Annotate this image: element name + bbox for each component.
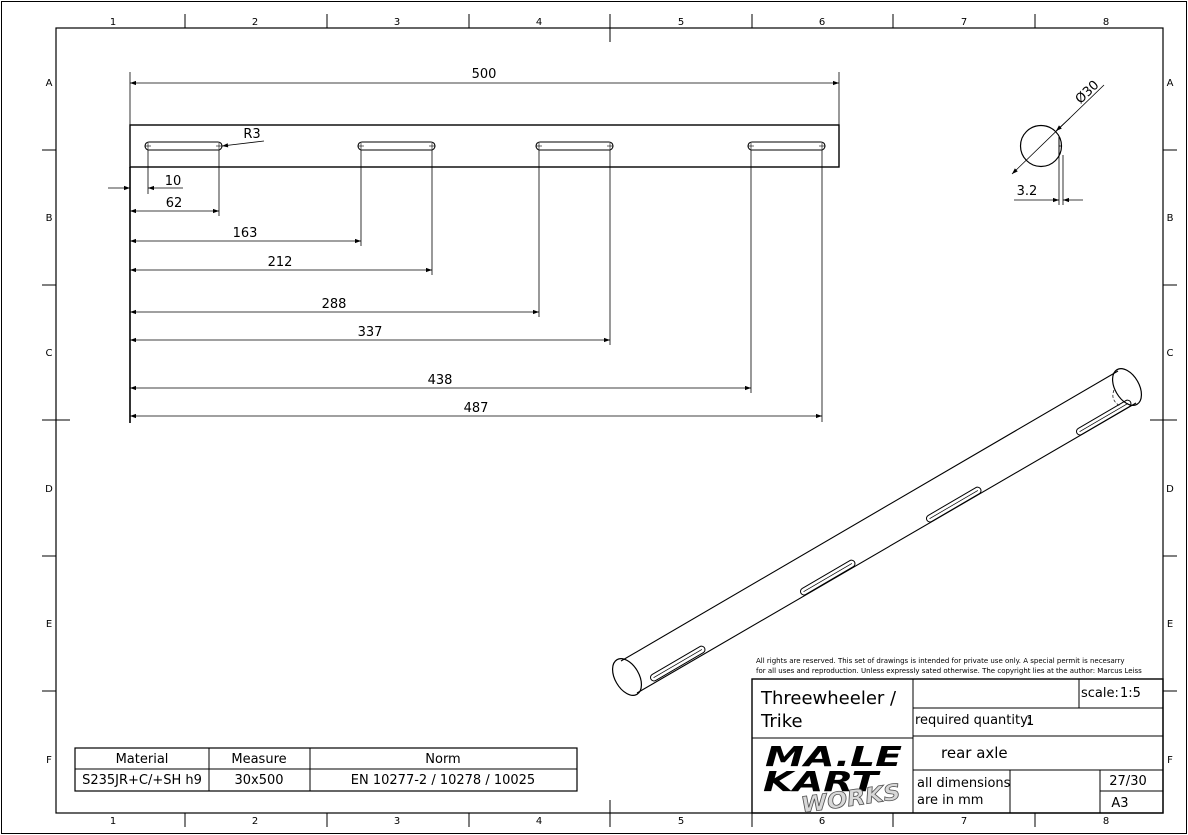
- zone-col-2-bottom: 2: [252, 816, 258, 827]
- iso-axle-top-edge: [620, 370, 1119, 662]
- zone-col-7-top: 7: [961, 17, 967, 28]
- copyright-line-1: All rights are reserved. This set of dra…: [756, 657, 1125, 665]
- material-table: Material Measure Norm S235JR+C/+SH h9 30…: [74, 747, 578, 792]
- iso-slot-3: [926, 486, 982, 523]
- scale-label: scale:: [1081, 686, 1119, 701]
- zone-col-5-top: 5: [678, 17, 684, 28]
- iso-slot-1: [650, 645, 706, 682]
- sheet-number: 27/30: [1109, 774, 1146, 789]
- zone-row-e-left: E: [46, 619, 52, 630]
- dimensions-note-line-2: are in mm: [917, 793, 983, 808]
- slot-2: [357, 141, 436, 151]
- dim-62-label: 62: [166, 196, 183, 211]
- zone-col-8-bottom: 8: [1103, 816, 1109, 827]
- zone-row-c-left: C: [46, 348, 53, 359]
- zone-col-6-top: 6: [819, 17, 825, 28]
- zone-col-1-bottom: 1: [110, 816, 116, 827]
- zone-col-4-bottom: 4: [536, 816, 542, 827]
- isometric-view: [611, 368, 1143, 696]
- project-title-line-2: Trike: [760, 711, 803, 732]
- zone-col-3-bottom: 3: [394, 816, 400, 827]
- diameter-label: Ø30: [1073, 78, 1103, 107]
- zone-row-d-left: D: [45, 484, 53, 495]
- slot-1: [144, 141, 223, 151]
- company-logo: MA.LE KART WORKS: [763, 740, 903, 819]
- quantity-value: 1: [1026, 714, 1034, 729]
- iso-axle-far-end: [1111, 368, 1143, 406]
- dim-337-label: 337: [358, 325, 383, 340]
- top-view: 500 R3 10 62: [108, 67, 840, 423]
- measure-header: Measure: [231, 752, 286, 767]
- zone-col-4-top: 4: [536, 17, 542, 28]
- zone-row-b-right: B: [1167, 213, 1174, 224]
- zone-col-6-bottom: 6: [819, 816, 825, 827]
- iso-slot-2: [800, 559, 856, 596]
- svg-text:MA.LE: MA.LE: [765, 740, 902, 773]
- slot-4: [747, 141, 826, 151]
- scale-value: 1:5: [1120, 686, 1141, 701]
- measure-value: 30x500: [234, 773, 283, 788]
- zone-col-1-top: 1: [110, 17, 116, 28]
- iso-axle-near-end: [611, 658, 643, 696]
- zone-row-a-right: A: [1167, 78, 1174, 89]
- material-header: Material: [116, 752, 169, 767]
- zone-col-5-bottom: 5: [678, 816, 684, 827]
- zone-row-a-left: A: [46, 78, 53, 89]
- zone-col-3-top: 3: [394, 17, 400, 28]
- dim-438-label: 438: [428, 373, 453, 388]
- zone-row-c-right: C: [1167, 348, 1174, 359]
- iso-axle-bottom-edge: [636, 402, 1137, 694]
- zone-ticks: [42, 14, 1177, 827]
- zone-labels: 1 2 3 4 5 6 7 8 1 2 3 4 5 6 7 8 A B C D …: [45, 17, 1174, 827]
- zone-col-2-top: 2: [252, 17, 258, 28]
- zone-row-b-left: B: [46, 213, 53, 224]
- zone-col-7-bottom: 7: [961, 816, 967, 827]
- slot-3: [535, 141, 614, 151]
- zone-col-8-top: 8: [1103, 17, 1109, 28]
- zone-row-f-left: F: [46, 755, 52, 766]
- radius-label: R3: [243, 127, 260, 142]
- zone-row-d-right: D: [1166, 484, 1174, 495]
- axle-bar-outline: [129, 124, 840, 168]
- section-view: Ø30 3.2: [1011, 78, 1105, 205]
- norm-header: Norm: [425, 752, 460, 767]
- dim-10-label: 10: [165, 174, 182, 189]
- dim-487-label: 487: [464, 401, 489, 416]
- zone-row-f-right: F: [1167, 755, 1173, 766]
- project-title-line-1: Threewheeler /: [760, 688, 897, 709]
- dim-288-label: 288: [322, 297, 347, 312]
- overall-length-label: 500: [472, 67, 497, 82]
- dim-163-label: 163: [233, 226, 258, 241]
- radius-leader: [221, 140, 265, 148]
- zone-row-e-right: E: [1167, 619, 1173, 630]
- svg-text:KART: KART: [763, 765, 881, 798]
- iso-slot-4: [1076, 399, 1132, 436]
- copyright-line-2: for all uses and reproduction. Unless ex…: [756, 667, 1142, 675]
- flat-width-label: 3.2: [1017, 184, 1038, 199]
- part-name: rear axle: [941, 744, 1008, 762]
- quantity-label: required quantity:: [915, 713, 1031, 728]
- title-block: Threewheeler / Trike scale: 1:5 required…: [751, 678, 1164, 819]
- norm-value: EN 10277-2 / 10278 / 10025: [351, 773, 535, 788]
- dim-212-label: 212: [268, 255, 293, 270]
- material-value: S235JR+C/+SH h9: [82, 773, 202, 788]
- paper-format: A3: [1111, 796, 1128, 811]
- dimensions-note-line-1: all dimensions: [917, 776, 1011, 791]
